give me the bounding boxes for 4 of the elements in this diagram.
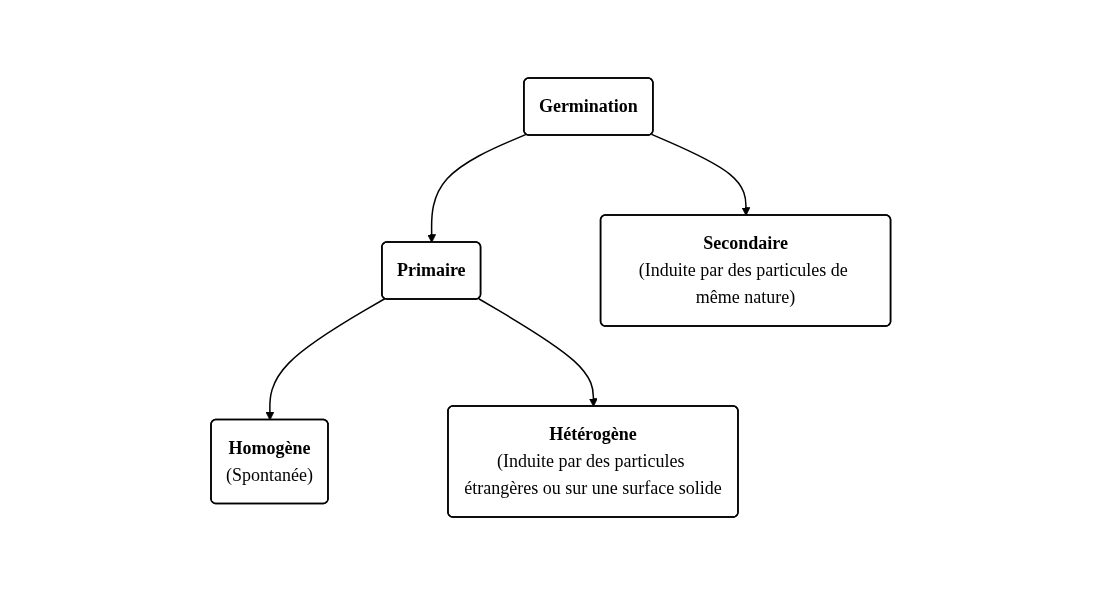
arrow xyxy=(651,133,751,216)
arrow xyxy=(427,133,528,243)
arrow xyxy=(478,297,598,407)
arrow xyxy=(265,297,386,420)
